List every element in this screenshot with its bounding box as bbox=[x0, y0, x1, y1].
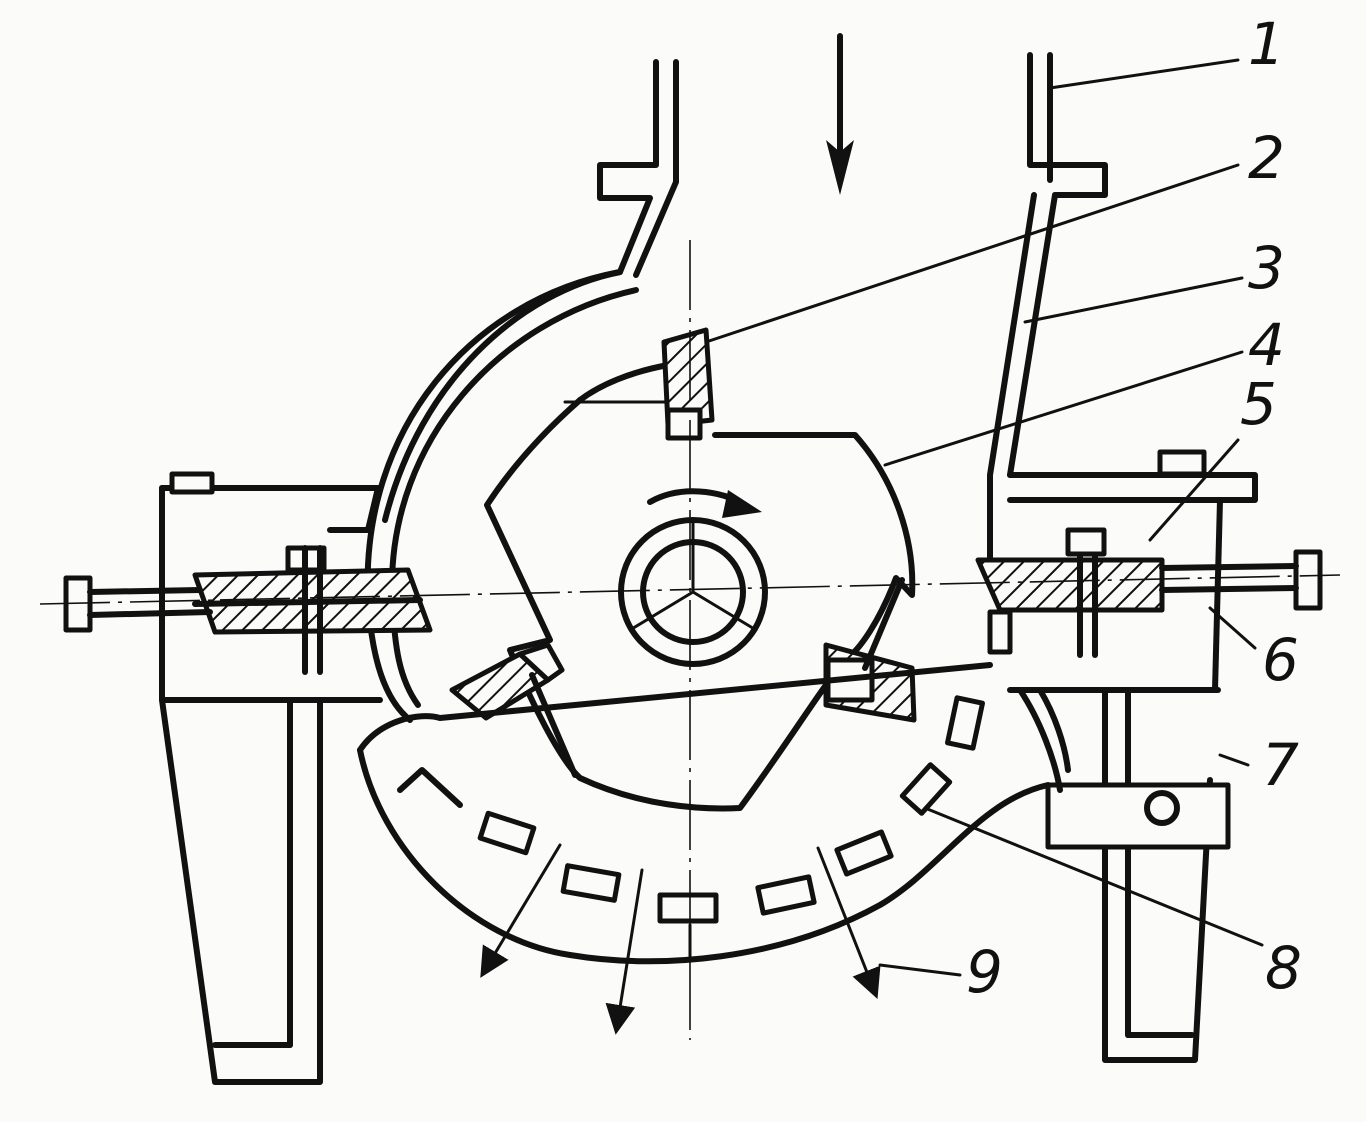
center-lines bbox=[39, 240, 1341, 1040]
label-6: 6 bbox=[1262, 626, 1299, 694]
screen-grate bbox=[357, 662, 1051, 965]
hinge-block bbox=[1017, 687, 1231, 850]
feed-arrow bbox=[826, 33, 854, 195]
fixed-knife-right bbox=[975, 527, 1165, 658]
label-7: 7 bbox=[1262, 731, 1299, 799]
frame-left bbox=[159, 471, 383, 1085]
label-1: 1 bbox=[1248, 10, 1285, 78]
rotor-knife-left bbox=[449, 642, 578, 778]
label-8: 8 bbox=[1265, 934, 1302, 1002]
part-labels: 1 2 3 4 5 6 7 8 9 bbox=[966, 10, 1302, 1006]
rotor-shaft bbox=[618, 517, 768, 667]
label-5: 5 bbox=[1240, 370, 1277, 438]
rotor-knife-right bbox=[823, 577, 917, 723]
label-4: 4 bbox=[1248, 311, 1285, 379]
rotation-arrow bbox=[647, 488, 762, 518]
label-2: 2 bbox=[1248, 124, 1285, 192]
feed-hopper bbox=[382, 52, 1108, 563]
adjusting-screw-left bbox=[63, 575, 213, 633]
leader-lines bbox=[704, 58, 1264, 977]
adjusting-screw-right bbox=[1159, 549, 1323, 611]
frame-right bbox=[1007, 449, 1258, 1063]
rotor-knife-top bbox=[661, 327, 715, 441]
discharge-arrows bbox=[480, 843, 881, 1035]
label-3: 3 bbox=[1248, 234, 1285, 302]
fixed-knife-left bbox=[192, 545, 433, 675]
crusher-casing bbox=[364, 269, 639, 723]
screen-slots bbox=[477, 609, 1013, 924]
label-9: 9 bbox=[966, 938, 1003, 1006]
